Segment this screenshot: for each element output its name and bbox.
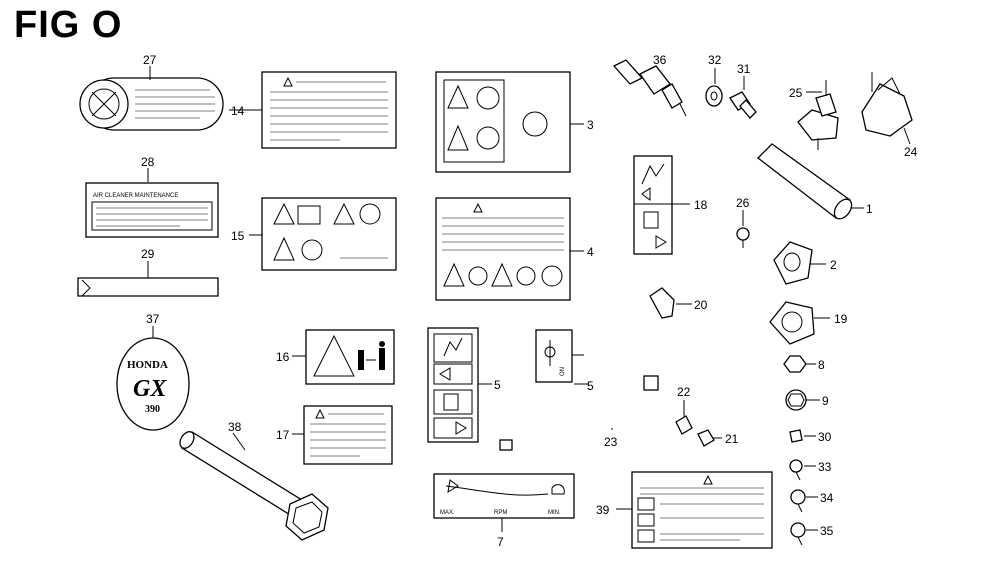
part-32-washer[interactable] <box>705 85 723 107</box>
callout-7: 7 <box>497 535 504 549</box>
part-2-gasket[interactable] <box>773 241 813 285</box>
callout-24: 24 <box>904 145 918 159</box>
callout-22: 22 <box>677 385 691 399</box>
figure-title: FIG O <box>14 4 123 46</box>
part-18-choke-label[interactable] <box>633 155 673 255</box>
callout-18: 18 <box>694 198 708 212</box>
part-39-info-label[interactable] <box>631 471 773 549</box>
part-9-flange-nut[interactable] <box>785 389 807 411</box>
part-35-bolt[interactable] <box>790 522 806 546</box>
callout-37: 37 <box>146 312 160 326</box>
callout-5-left: 5 <box>494 378 501 392</box>
callout-1: 1 <box>866 202 873 216</box>
callout-33: 33 <box>818 460 832 474</box>
callout-9: 9 <box>822 394 829 408</box>
part-28-air-cleaner-label[interactable]: AIR CLEANER MAINTENANCE <box>85 182 219 238</box>
part-29-strip[interactable] <box>77 277 219 297</box>
part-17-warning-label[interactable] <box>303 405 393 465</box>
part-22-clip[interactable] <box>675 415 693 435</box>
throttle-max: MAX. <box>440 510 455 516</box>
callout-25: 25 <box>789 86 803 100</box>
callout-19: 19 <box>834 312 848 326</box>
callout-35: 35 <box>820 524 834 538</box>
part-16-pictogram-label[interactable] <box>305 329 395 385</box>
part-25-mount[interactable] <box>797 80 839 150</box>
callout-5-right: 5 <box>587 379 594 393</box>
callout-36: 36 <box>653 53 667 67</box>
callout-14: 14 <box>231 104 245 118</box>
part-26-screw[interactable] <box>736 227 750 248</box>
switch-on-text: ON <box>560 367 566 376</box>
callout-28: 28 <box>141 155 155 169</box>
callout-38: 38 <box>228 420 242 434</box>
part-36-spark-plug[interactable] <box>612 59 687 117</box>
part-6-on-off-label[interactable]: ON <box>535 329 573 383</box>
part-19-gasket[interactable] <box>769 301 815 345</box>
part-37-emblem[interactable]: HONDA GX 390 <box>116 337 190 431</box>
callout-3: 3 <box>587 118 594 132</box>
emblem-brand: HONDA <box>127 359 168 371</box>
part-1-tube[interactable] <box>757 143 855 222</box>
part-27-label[interactable] <box>79 77 224 131</box>
callout-26: 26 <box>736 196 750 210</box>
part-34-bolt[interactable] <box>790 489 806 513</box>
air-cleaner-label-text: AIR CLEANER MAINTENANCE <box>93 193 178 199</box>
part-38-plug-wrench[interactable] <box>177 429 329 541</box>
callout-20: 20 <box>694 298 708 312</box>
callout-31: 31 <box>737 62 751 76</box>
part-5-switch-label[interactable] <box>427 327 479 443</box>
part-24-bracket[interactable] <box>861 72 913 137</box>
callout-39: 39 <box>596 503 610 517</box>
part-33-bolt[interactable] <box>789 459 803 481</box>
throttle-min: MIN. <box>548 510 561 516</box>
callout-23: 23 <box>604 435 618 449</box>
part-15-safety-label[interactable] <box>261 197 397 271</box>
emblem-model-number: 390 <box>145 404 160 415</box>
callout-8: 8 <box>818 358 825 372</box>
part-21-cap[interactable] <box>697 429 715 447</box>
callout-15: 15 <box>231 229 245 243</box>
part-3-icon-label[interactable] <box>435 71 571 173</box>
part-31-bolt[interactable] <box>729 91 757 119</box>
part-7-throttle-label[interactable]: MAX. RPM MIN. <box>433 473 575 519</box>
callout-27: 27 <box>143 53 157 67</box>
callout-21: 21 <box>725 432 739 446</box>
part-20-clip[interactable] <box>649 287 675 319</box>
callout-30: 30 <box>818 430 832 444</box>
part-30-screw[interactable] <box>789 429 803 443</box>
part-4-warning-label[interactable] <box>435 197 571 301</box>
callout-16: 16 <box>276 350 290 364</box>
emblem-model: GX <box>133 376 167 402</box>
part-14-warning-label[interactable] <box>261 71 397 149</box>
part-8-nut[interactable] <box>783 355 807 373</box>
callout-4: 4 <box>587 245 594 259</box>
callout-32: 32 <box>708 53 722 67</box>
throttle-rpm: RPM <box>494 510 507 516</box>
callout-34: 34 <box>820 491 834 505</box>
part-23-wire[interactable] <box>499 375 659 451</box>
callout-2: 2 <box>830 258 837 272</box>
callout-17: 17 <box>276 428 290 442</box>
callout-29: 29 <box>141 247 155 261</box>
